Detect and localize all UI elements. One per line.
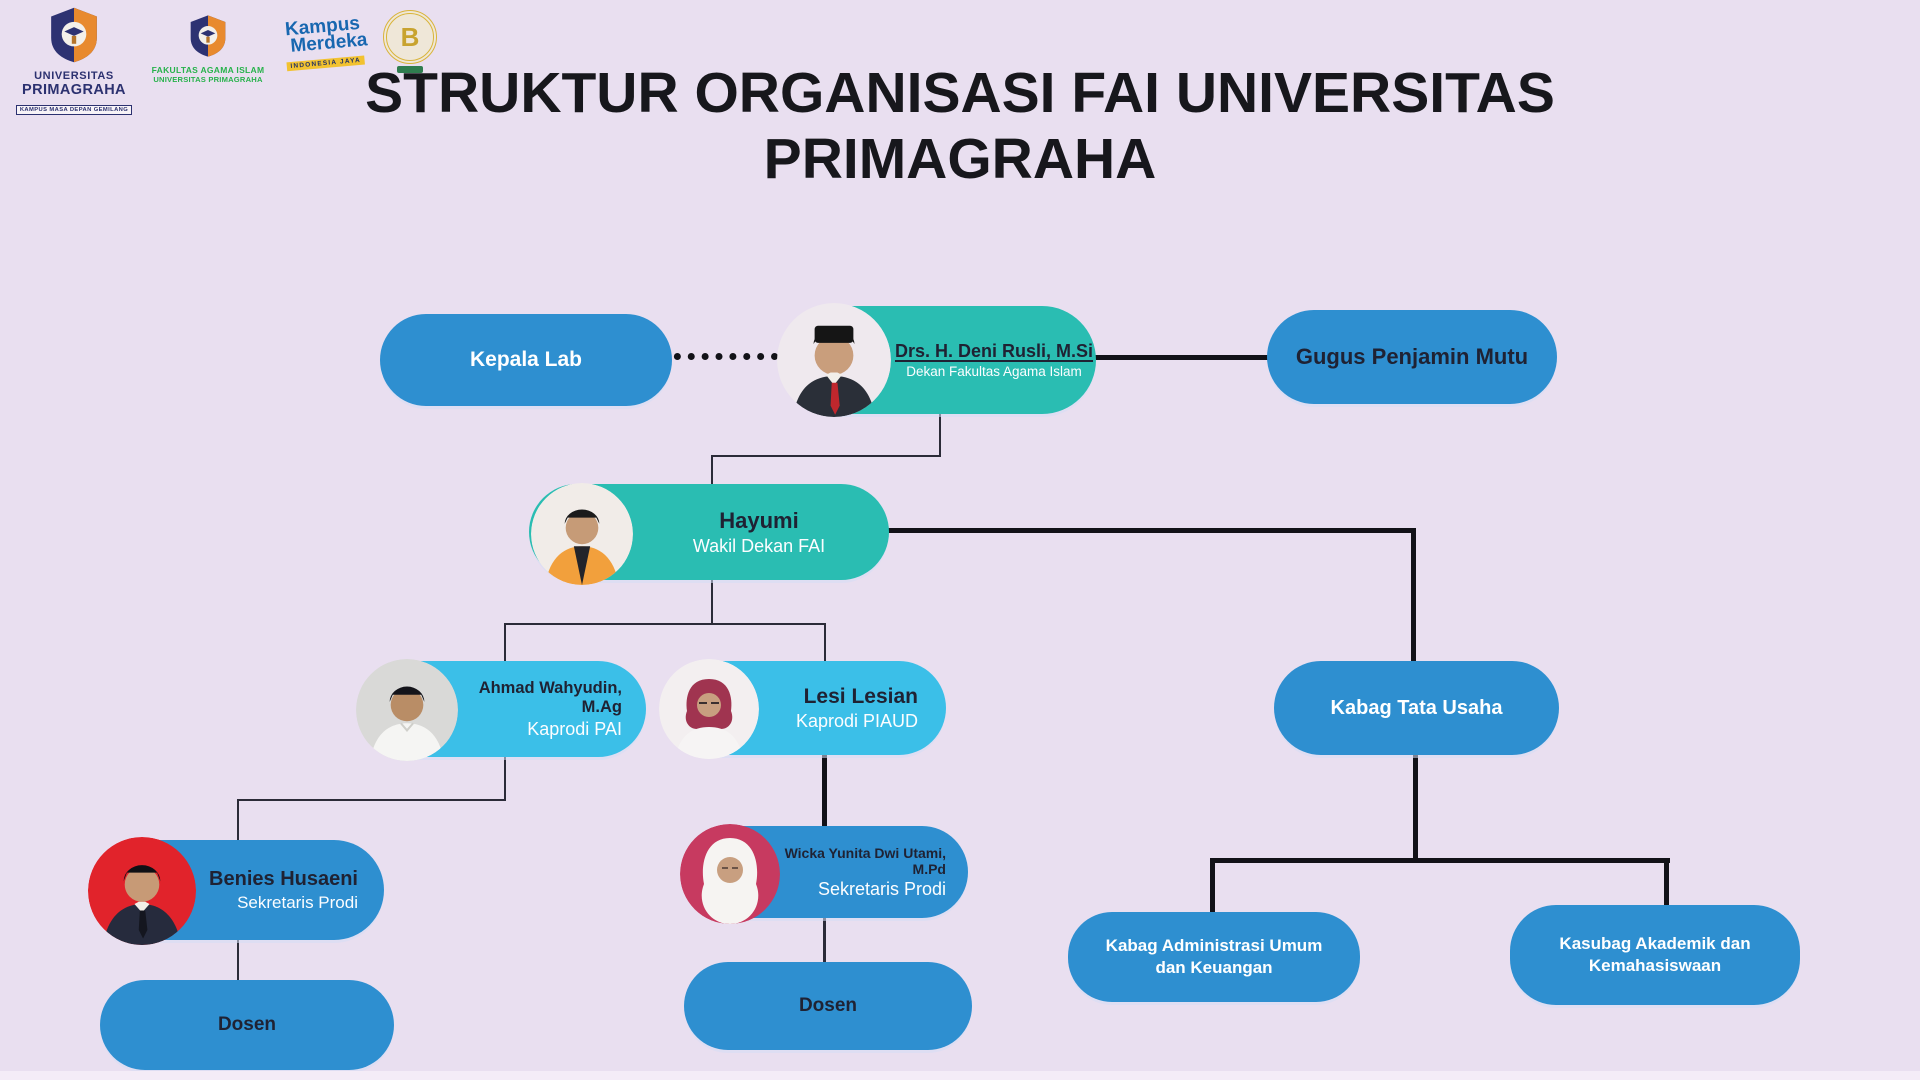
node-wakil-role: Wakil Dekan FAI bbox=[692, 535, 826, 556]
node-sekretaris-pai-role: Sekretaris Prodi bbox=[237, 892, 358, 912]
wakil-dekan-photo bbox=[531, 483, 633, 585]
connector-kasubag-drop bbox=[1664, 858, 1669, 910]
logo-universitas-line1: UNIVERSITAS bbox=[34, 70, 114, 82]
connector-dekan-wakil-h bbox=[711, 455, 941, 457]
connector-kabagtu-branch-v bbox=[1413, 755, 1418, 861]
node-dekan: Drs. H. Deni Rusli, M.Si Dekan Fakultas … bbox=[777, 303, 1096, 417]
page-title: STRUKTUR ORGANISASI FAI UNIVERSITAS PRIM… bbox=[0, 60, 1920, 192]
bottom-edge-strip bbox=[0, 1071, 1920, 1080]
node-kepala-lab-label: Kepala Lab bbox=[469, 348, 583, 371]
node-dosen-pai: Dosen bbox=[100, 980, 394, 1070]
connector-dekan-wakil-v1 bbox=[939, 414, 941, 457]
node-dosen-pai-label: Dosen bbox=[217, 1014, 277, 1035]
connector-kaprodi-pai-drop bbox=[504, 623, 506, 665]
connector-wakil-kaprodi-h bbox=[504, 623, 826, 625]
connector-wakil-kabagtu-v bbox=[1411, 528, 1416, 664]
node-wakil-name: Hayumi bbox=[719, 507, 799, 533]
node-gugus-penjamin-mutu: Gugus Penjamin Mutu bbox=[1267, 310, 1557, 404]
logo-fakultas-line1: FAKULTAS AGAMA ISLAM bbox=[151, 65, 265, 75]
node-wakil-dekan: Hayumi Wakil Dekan FAI bbox=[529, 483, 889, 585]
node-kaprodi-pai: Ahmad Wahyudin, M.Ag Kaprodi PAI bbox=[356, 659, 646, 761]
logo-kampus-merdeka-line2: Merdeka bbox=[289, 29, 369, 57]
node-kabag-administrasi: Kabag Administrasi Umum dan Keuangan bbox=[1068, 912, 1360, 1002]
connector-kabagtu-branch-h bbox=[1210, 858, 1670, 863]
ribbon-icon bbox=[397, 66, 423, 73]
node-gugus-label: Gugus Penjamin Mutu bbox=[1295, 344, 1529, 369]
logo-fakultas-agama-islam: FAKULTAS AGAMA ISLAM UNIVERSITAS PRIMAGR… bbox=[142, 14, 274, 84]
node-sekretaris-pai-name: Benies Husaeni bbox=[209, 867, 358, 890]
connector-wakil-kabagtu-h bbox=[886, 528, 1416, 533]
node-kaprodi-pai-name: Ahmad Wahyudin, M.Ag bbox=[478, 678, 622, 716]
university-shield-icon bbox=[47, 7, 101, 68]
node-sekretaris-piaud-role: Sekretaris Prodi bbox=[817, 878, 946, 899]
dekan-photo bbox=[777, 303, 891, 417]
page-title-line1: STRUKTUR ORGANISASI FAI UNIVERSITAS bbox=[365, 61, 1555, 125]
node-dekan-name: Drs. H. Deni Rusli, M.Si bbox=[894, 341, 1094, 361]
connector-pai-sek-h bbox=[237, 799, 506, 801]
connector-piaud-sek bbox=[822, 755, 827, 829]
node-kaprodi-piaud-role: Kaprodi PIAUD bbox=[795, 710, 918, 731]
laurel-wreath-icon: B bbox=[383, 10, 437, 64]
connector-sekpiaud-dosen bbox=[823, 916, 826, 966]
node-kaprodi-piaud: Lesi Lesian Kaprodi PIAUD bbox=[659, 659, 946, 759]
connector-sekpai-dosen bbox=[237, 938, 239, 984]
kaprodi-pai-photo bbox=[356, 659, 458, 761]
faculty-shield-icon bbox=[188, 15, 228, 62]
sekretaris-piaud-photo bbox=[680, 824, 780, 924]
connector-kabagadm-drop bbox=[1210, 858, 1215, 916]
node-kaprodi-pai-role: Kaprodi PAI bbox=[527, 718, 622, 739]
logo-universitas-primagraha: UNIVERSITAS PRIMAGRAHA KAMPUS MASA DEPAN… bbox=[14, 6, 134, 116]
node-kabag-tu-label: Kabag Tata Usaha bbox=[1330, 696, 1503, 719]
logo-universitas-line2: PRIMAGRAHA bbox=[22, 82, 126, 98]
node-dekan-role: Dekan Fakultas Agama Islam bbox=[906, 364, 1082, 379]
logo-fakultas-line2: UNIVERSITAS PRIMAGRAHA bbox=[153, 75, 263, 84]
akreditasi-letter: B bbox=[400, 21, 420, 52]
logo-universitas-tagline: KAMPUS MASA DEPAN GEMILANG bbox=[15, 105, 133, 115]
node-kabag-tata-usaha: Kabag Tata Usaha bbox=[1274, 661, 1559, 755]
kaprodi-piaud-photo bbox=[659, 659, 759, 759]
sekretaris-pai-photo bbox=[88, 837, 196, 945]
node-dosen-piaud: Dosen bbox=[684, 962, 972, 1050]
node-kepala-lab: Kepala Lab bbox=[380, 314, 672, 406]
connector-kepalalab-dekan-dotted bbox=[660, 353, 792, 360]
node-dosen-piaud-label: Dosen bbox=[798, 995, 858, 1016]
connector-pai-sek-v2 bbox=[237, 799, 239, 844]
node-kaprodi-piaud-name: Lesi Lesian bbox=[803, 684, 918, 708]
connector-wakil-kaprodi-v bbox=[711, 580, 713, 625]
node-kasubag-akademik-label: Kasubag Akademik dan Kemahasiswaan bbox=[1559, 934, 1751, 975]
node-sekretaris-piaud-name: Wicka Yunita Dwi Utami, M.Pd bbox=[784, 844, 946, 877]
logo-akreditasi-b: B bbox=[382, 10, 438, 73]
connector-pai-sek-v1 bbox=[504, 757, 506, 801]
connector-kaprodi-piaud-drop bbox=[824, 623, 826, 665]
node-sekretaris-piaud: Wicka Yunita Dwi Utami, M.Pd Sekretaris … bbox=[680, 824, 968, 924]
connector-dekan-gugus bbox=[1093, 355, 1269, 360]
connector-dekan-wakil-v2 bbox=[711, 455, 713, 487]
node-kasubag-akademik: Kasubag Akademik dan Kemahasiswaan bbox=[1510, 905, 1800, 1005]
node-sekretaris-pai: Benies Husaeni Sekretaris Prodi bbox=[88, 837, 384, 945]
page-title-line2: PRIMAGRAHA bbox=[763, 127, 1157, 191]
node-kabag-administrasi-label: Kabag Administrasi Umum dan Keuangan bbox=[1105, 936, 1323, 977]
